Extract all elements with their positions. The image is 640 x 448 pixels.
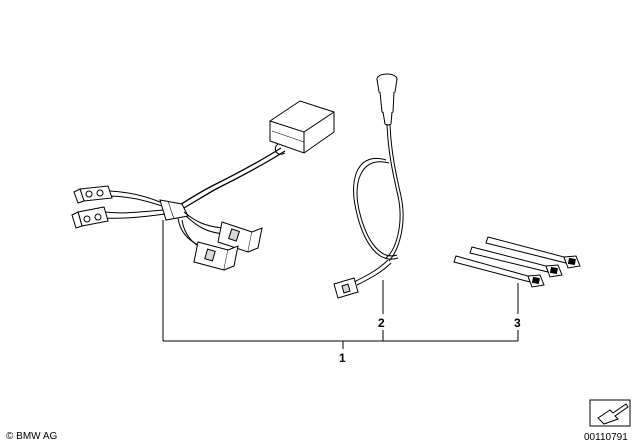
plug-b [71, 206, 109, 229]
cable-tie-2 [469, 246, 563, 278]
control-module [269, 100, 335, 154]
plug-a [73, 185, 113, 204]
copyright-owner: BMW AG [16, 431, 58, 442]
junction-sleeve [159, 199, 189, 221]
arrow-down-left-icon [589, 399, 631, 427]
switch-cable[interactable] [333, 73, 404, 299]
plug-c [217, 221, 263, 253]
callout-3: 3 [514, 316, 521, 330]
push-button [376, 73, 398, 126]
drawing-number: 00110791 [584, 432, 628, 443]
copyright-notice: © BMW AG [6, 431, 57, 442]
callout-1: 1 [339, 351, 346, 365]
callout-2: 2 [378, 316, 385, 330]
plug-d [193, 241, 239, 271]
leader-lines [162, 220, 519, 349]
cable-ties[interactable] [453, 236, 581, 288]
copyright-symbol: © [6, 431, 14, 442]
small-connector [333, 277, 359, 299]
wiring-harness[interactable] [71, 100, 335, 271]
cable-tie-1 [485, 236, 581, 269]
cable-tie-3 [453, 255, 545, 288]
